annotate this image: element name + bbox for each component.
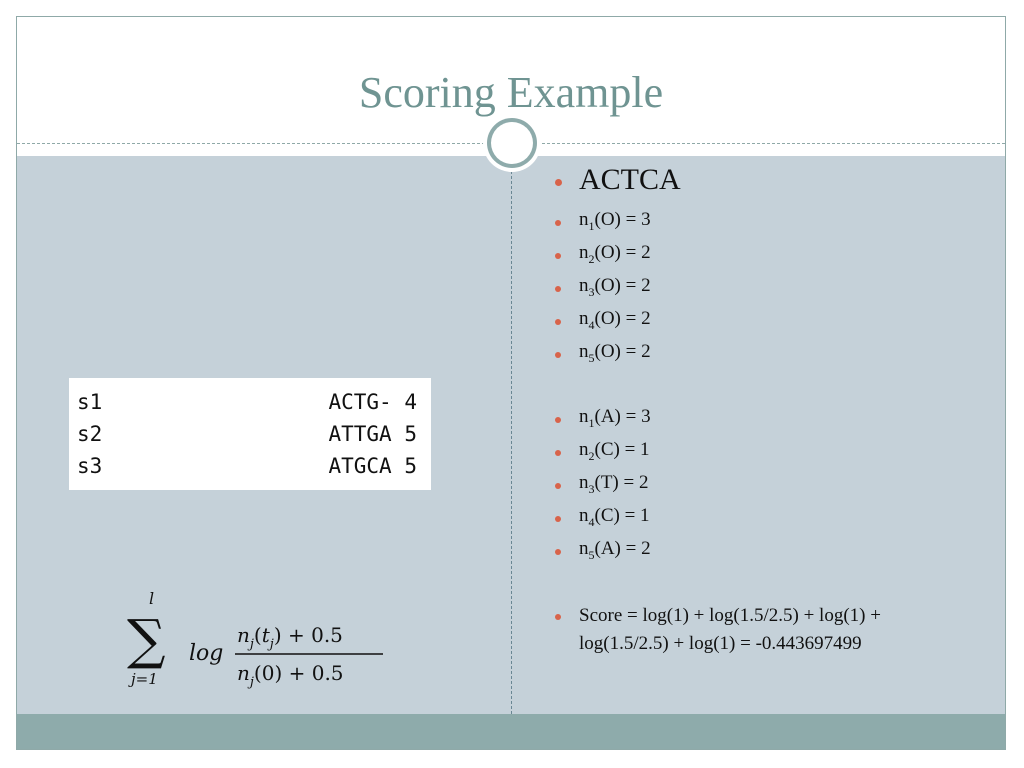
sequence-row: s2 ATTGA 5 [77, 422, 417, 452]
log-label: log [189, 641, 223, 666]
bullet-dot [555, 253, 561, 259]
score-formula: l ∑ j=1 log nj(tj) + 0.5 nj(0) + 0.5 [127, 589, 383, 690]
bullet-dot [555, 549, 561, 555]
sum-upper-limit: l [149, 589, 154, 608]
score-line-2: log(1.5/2.5) + log(1) = -0.443697499 [579, 633, 862, 654]
sequence-table: s1 ACTG- 4 s2 ATTGA 5 s3 ATGCA 5 [69, 378, 431, 490]
title-ornament-center [491, 122, 533, 164]
sequence-id: s2 [77, 422, 103, 446]
bullet-dot [555, 319, 561, 325]
sequence-row: s1 ACTG- 4 [77, 390, 417, 420]
bullet-item: n5(O) = 2 [579, 341, 651, 365]
score-text: Score = log(1) + log(1.5/2.5) + log(1) +… [579, 602, 979, 658]
bullet-heading: ACTCA [579, 163, 681, 196]
sigma-symbol: ∑ [127, 608, 166, 671]
sum-lower-limit: j=1 [128, 670, 158, 688]
sequence-value: ATTGA 5 [328, 422, 417, 446]
bullet-dot [555, 450, 561, 456]
bullet-dot [555, 352, 561, 358]
bullet-item: n1(O) = 3 [579, 209, 651, 233]
bullet-item: n2(C) = 1 [579, 439, 650, 463]
bullet-dot [555, 516, 561, 522]
bullet-item: n3(T) = 2 [579, 472, 649, 496]
sequence-value: ATGCA 5 [328, 454, 417, 478]
slide: Scoring Example s1 ACTG- 4 s2 ATTGA 5 s3… [16, 16, 1006, 750]
score-line-1: Score = log(1) + log(1.5/2.5) + log(1) + [579, 605, 881, 626]
bullet-dot [555, 179, 562, 186]
bullet-dot [555, 220, 561, 226]
column-divider [511, 156, 512, 714]
sequence-value: ACTG- 4 [328, 390, 417, 414]
bullet-dot [555, 614, 561, 620]
bullet-item: n1(A) = 3 [579, 406, 651, 430]
bullet-dot [555, 286, 561, 292]
formula-numerator: nj(tj) + 0.5 [237, 623, 343, 652]
bullet-dot [555, 483, 561, 489]
sequence-row: s3 ATGCA 5 [77, 454, 417, 484]
bullet-item: n3(O) = 2 [579, 275, 651, 299]
bullet-item: n5(A) = 2 [579, 538, 651, 562]
footer-bar [17, 714, 1005, 749]
sequence-id: s1 [77, 390, 103, 414]
sequence-id: s3 [77, 454, 103, 478]
bullet-item: n4(C) = 1 [579, 505, 650, 529]
bullet-item: n2(O) = 2 [579, 242, 651, 266]
slide-title: Scoring Example [358, 68, 664, 117]
bullet-item: n4(O) = 2 [579, 308, 651, 332]
bullet-dot [555, 417, 561, 423]
formula-denominator: nj(0) + 0.5 [237, 661, 344, 690]
